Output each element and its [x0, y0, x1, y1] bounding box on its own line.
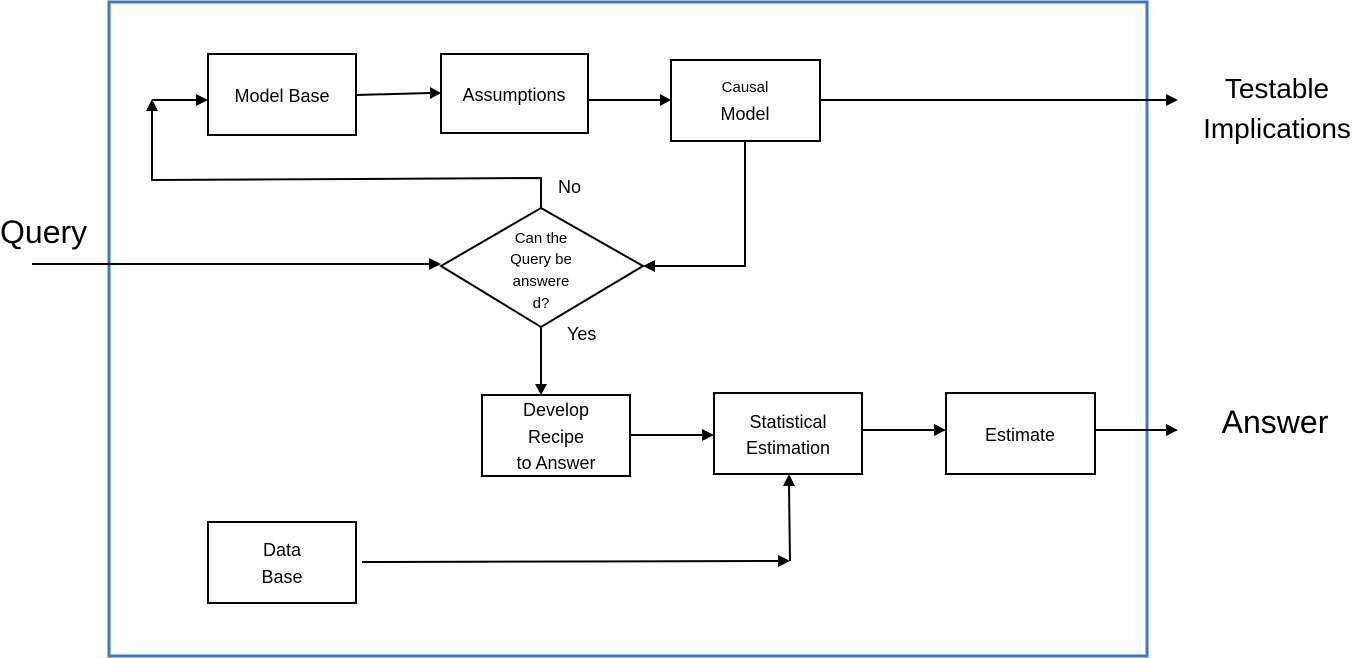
arrowhead: [783, 474, 795, 486]
data-base-label-line2: Base: [261, 567, 302, 587]
node-assumptions: Assumptions: [440, 53, 589, 134]
decision-label-line3: answere: [513, 273, 570, 290]
arrowhead: [702, 429, 714, 441]
decision-label-line1: Can the: [515, 230, 568, 247]
arrowhead: [1166, 424, 1178, 436]
node-decision: Can the Query be answere d?: [439, 206, 645, 329]
edge-modelbase-assumptions: [355, 92, 431, 96]
estimate-label: Estimate: [985, 425, 1055, 445]
assumptions-label: Assumptions: [462, 85, 565, 105]
decision-label-line4: d?: [533, 295, 550, 312]
node-statistical-estimation: Statistical Estimation: [713, 392, 863, 475]
arrowhead: [778, 555, 790, 567]
node-develop-recipe: Develop Recipe to Answer: [481, 394, 631, 477]
edge-junction-statistical: [788, 485, 791, 562]
data-base-label-line1: Data: [263, 540, 302, 560]
arrowhead: [643, 260, 655, 272]
testable-implications-label-line1: Testable: [1225, 73, 1329, 104]
edge-label-no: No: [558, 177, 581, 197]
arrowhead: [429, 258, 441, 270]
edge-label-yes: Yes: [567, 324, 596, 344]
answer-label: Answer: [1222, 404, 1329, 440]
testable-implications-label-line2: Implications: [1203, 113, 1351, 144]
arrowhead: [934, 424, 946, 436]
arrowhead: [146, 99, 158, 111]
node-causal-model: Causal Model: [670, 59, 821, 142]
statistical-estimation-label-line1: Statistical: [749, 412, 826, 432]
arrowhead: [660, 94, 671, 106]
develop-recipe-label-line2: Recipe: [528, 427, 584, 447]
edge-causal-decision: [655, 141, 746, 267]
outer-frame: [107, 0, 1149, 658]
arrowhead: [1166, 94, 1178, 106]
arrowhead: [430, 87, 441, 99]
edge-no-loop: [151, 111, 542, 208]
edge-database-junction: [361, 560, 779, 563]
arrowhead: [535, 384, 547, 395]
develop-recipe-label-line3: to Answer: [516, 453, 595, 473]
query-label: Query: [0, 214, 87, 250]
model-base-label: Model Base: [234, 86, 329, 106]
develop-recipe-label-line1: Develop: [523, 400, 589, 420]
arrowhead: [196, 94, 208, 106]
causal-model-label-line1: Causal: [722, 79, 769, 96]
causal-model-label-line2: Model: [720, 104, 769, 124]
node-data-base: Data Base: [207, 521, 357, 604]
statistical-estimation-label-line2: Estimation: [746, 438, 830, 458]
node-estimate: Estimate: [945, 392, 1096, 475]
decision-label-line2: Query be: [510, 251, 572, 268]
node-model-base: Model Base: [207, 53, 357, 136]
